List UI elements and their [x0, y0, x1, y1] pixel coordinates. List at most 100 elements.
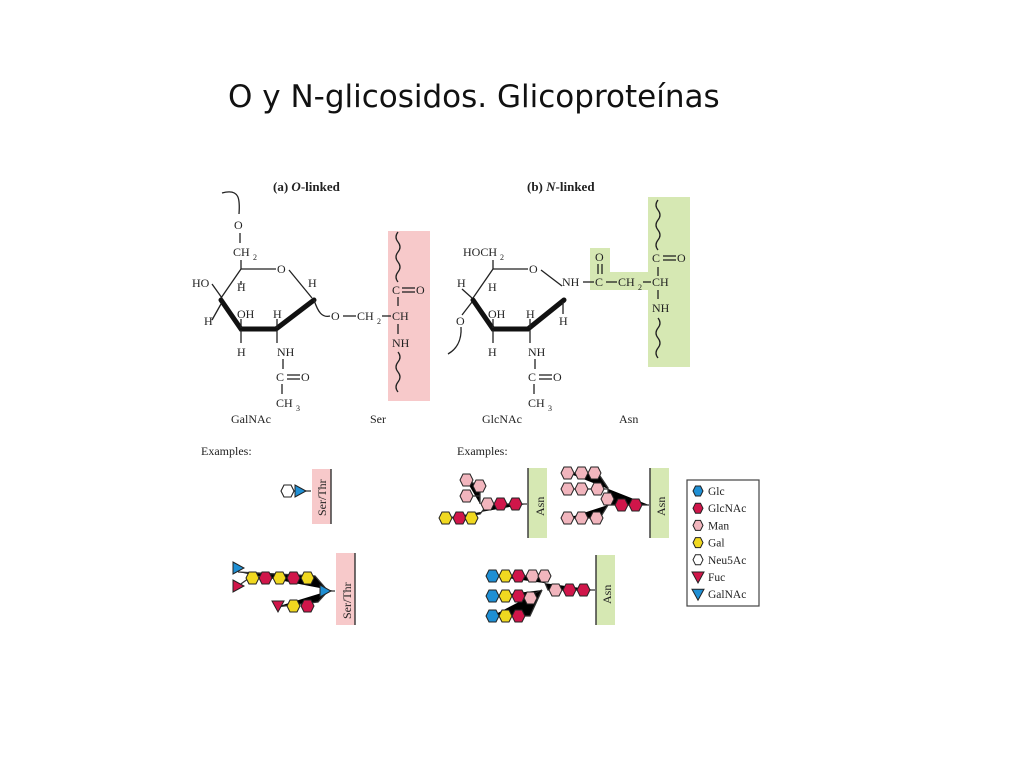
- asn-highlight-linker: [590, 272, 652, 290]
- neu5ac-residue: [280, 484, 295, 498]
- svg-text:OH: OH: [488, 307, 506, 321]
- svg-text:NH: NH: [652, 301, 670, 315]
- svg-text:O: O: [529, 262, 538, 276]
- svg-text:2: 2: [253, 253, 257, 262]
- sertag-bar-1: [312, 469, 331, 524]
- o-linked-heading: (a) O-linked: [273, 179, 341, 194]
- asntag-1: Asn: [533, 497, 547, 516]
- svg-text:C: C: [652, 251, 660, 265]
- legend-swatch-man: [692, 519, 704, 531]
- svg-text:NH: NH: [277, 345, 295, 359]
- ser-caption: Ser: [370, 412, 386, 426]
- legend-label-glcnac: GlcNAc: [708, 503, 746, 515]
- sertag-bar-2: [336, 553, 355, 625]
- svg-text:O: O: [416, 283, 425, 297]
- svg-text:CH: CH: [392, 309, 409, 323]
- legend-label-glc: Glc: [708, 486, 725, 498]
- sertag-1: Ser/Thr: [315, 479, 329, 516]
- asntag-3: Asn: [600, 585, 614, 604]
- svg-text:C: C: [392, 283, 400, 297]
- svg-text:H: H: [273, 307, 282, 321]
- asn-highlight: [648, 197, 690, 367]
- svg-text:CH: CH: [357, 309, 374, 323]
- svg-text:C: C: [528, 370, 536, 384]
- svg-text:H: H: [488, 280, 497, 294]
- svg-text:O: O: [677, 251, 686, 265]
- o-example-1: Ser/Thr: [280, 469, 332, 524]
- legend-label-galnac: GalNAc: [708, 589, 746, 601]
- svg-text:H: H: [308, 276, 317, 290]
- asntag-bar-2: [650, 468, 669, 538]
- legend-swatch-glcnac: [692, 502, 704, 514]
- asntag-bar-1: [528, 468, 547, 538]
- legend-swatch-gal: [692, 537, 704, 549]
- svg-text:H: H: [559, 314, 568, 328]
- svg-text:OH: OH: [237, 307, 255, 321]
- svg-text:C: C: [595, 275, 603, 289]
- legend-item-fuc: Fuc: [691, 571, 725, 585]
- svg-text:2: 2: [377, 317, 381, 326]
- svg-text:HOCH: HOCH: [463, 245, 497, 259]
- galnac-residue: [294, 484, 308, 498]
- n-linked-heading: (b) N-linked: [527, 179, 595, 194]
- svg-text:H: H: [204, 314, 213, 328]
- svg-text:H: H: [526, 307, 535, 321]
- svg-text:CH: CH: [618, 275, 635, 289]
- svg-text:CH: CH: [276, 396, 293, 410]
- legend-item-glcnac: GlcNAc: [692, 502, 746, 515]
- svg-text:O: O: [456, 314, 465, 328]
- svg-text:CH: CH: [528, 396, 545, 410]
- svg-text:NH: NH: [392, 336, 410, 350]
- svg-text:HO: HO: [192, 276, 210, 290]
- o-examples-label: Examples:: [201, 444, 252, 458]
- legend-item-gal: Gal: [692, 537, 725, 550]
- svg-text:H: H: [237, 345, 246, 359]
- svg-text:O: O: [234, 218, 243, 232]
- svg-text:2: 2: [500, 253, 504, 262]
- sertag-2: Ser/Thr: [340, 582, 354, 619]
- svg-text:O: O: [331, 309, 340, 323]
- legend-swatch-fuc: [691, 571, 705, 585]
- legend-item-man: Man: [692, 519, 729, 532]
- legend-swatch-neu5ac: [692, 554, 704, 566]
- n-examples-label: Examples:: [457, 444, 508, 458]
- asn-caption: Asn: [619, 412, 638, 426]
- n-example-1: Asn: [438, 468, 547, 538]
- svg-text:H: H: [488, 345, 497, 359]
- svg-text:O: O: [553, 370, 562, 384]
- asntag-2: Asn: [654, 497, 668, 516]
- svg-text:O: O: [277, 262, 286, 276]
- legend-label-man: Man: [708, 520, 729, 532]
- legend-label-fuc: Fuc: [708, 572, 725, 584]
- legend-label-gal: Gal: [708, 538, 725, 550]
- galnac-caption: GalNAc: [231, 412, 271, 426]
- legend-swatch-glc: [692, 485, 704, 497]
- svg-text:2: 2: [638, 283, 642, 292]
- svg-text:H: H: [457, 276, 466, 290]
- n-example-3: Asn: [485, 555, 615, 625]
- legend-item-glc: Glc: [692, 485, 725, 498]
- svg-text:CH: CH: [233, 245, 250, 259]
- slide-title: O y N-glicosidos. Glicoproteínas: [228, 79, 720, 115]
- asntag-bar-3: [596, 555, 615, 625]
- svg-text:NH: NH: [528, 345, 546, 359]
- legend-item-neu5ac: Neu5Ac: [692, 554, 746, 567]
- svg-text:O: O: [301, 370, 310, 384]
- svg-text:CH: CH: [652, 275, 669, 289]
- svg-text:3: 3: [296, 404, 300, 413]
- svg-text:O: O: [595, 250, 604, 264]
- ser-highlight: [388, 231, 430, 401]
- svg-text:3: 3: [548, 404, 552, 413]
- legend-item-galnac: GalNAc: [691, 588, 746, 602]
- glcnac-caption: GlcNAc: [482, 412, 522, 426]
- n-example-2: Asn: [560, 466, 669, 538]
- legend-label-neu5ac: Neu5Ac: [708, 555, 746, 567]
- legend-box: [686, 479, 760, 607]
- svg-text:C: C: [276, 370, 284, 384]
- legend-swatch-galnac: [691, 588, 705, 602]
